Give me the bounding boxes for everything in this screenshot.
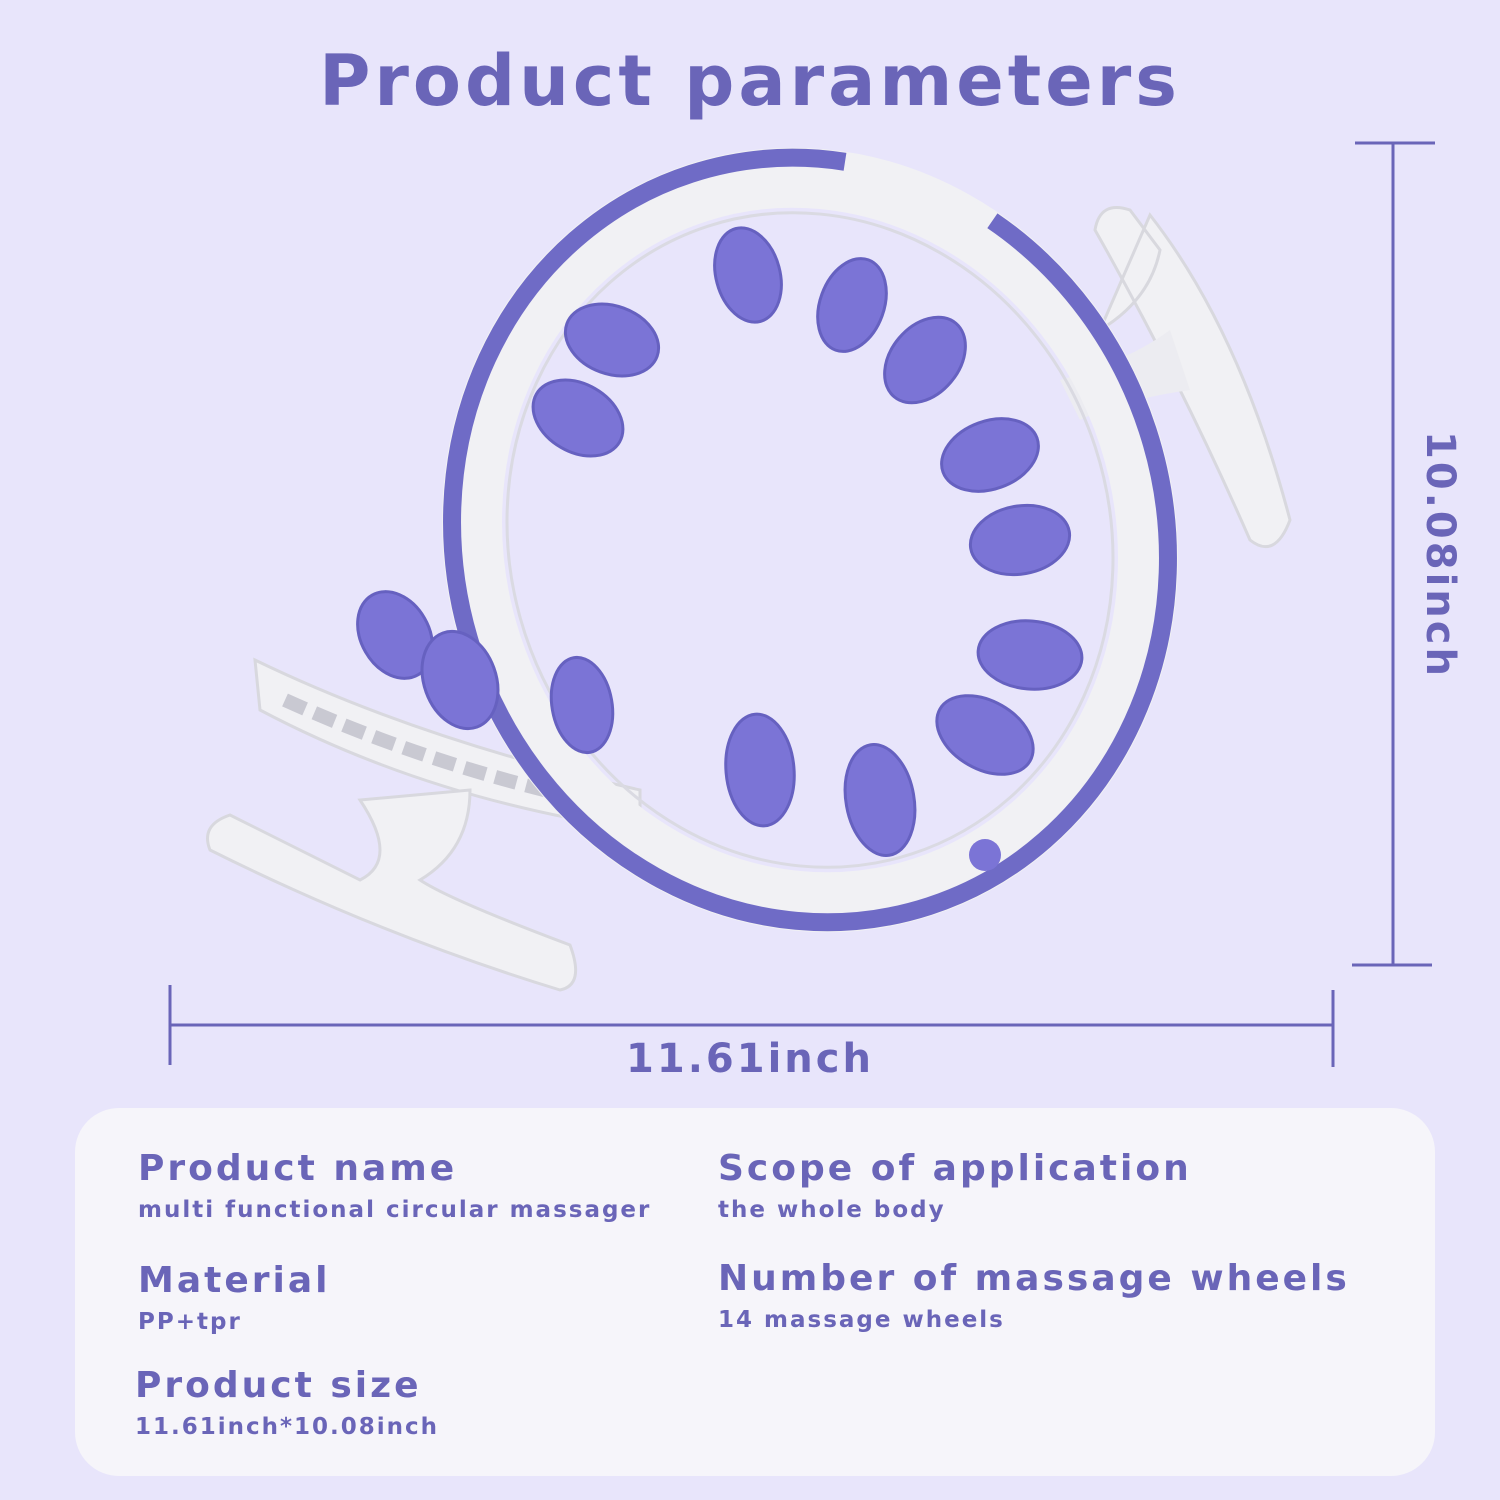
left-handle: [206, 788, 578, 992]
spec-value: 11.61inch*10.08inch: [135, 1414, 440, 1440]
spec-product-name: Product name multi functional circular m…: [138, 1148, 651, 1223]
spec-value: PP+tpr: [138, 1309, 242, 1335]
spec-label: Scope of application: [718, 1148, 1192, 1189]
spec-scope-of-application: Scope of application the whole body: [718, 1148, 1192, 1223]
spec-value: the whole body: [718, 1197, 946, 1223]
massage-wheels: [356, 226, 1084, 857]
spec-panel: [75, 1108, 1435, 1476]
page-title: Product parameters: [319, 40, 1181, 122]
height-dimension-label: 10.08inch: [1417, 431, 1463, 679]
spec-label: Product size: [135, 1365, 422, 1406]
height-dimension-line: [1352, 141, 1435, 967]
ring-button: [969, 839, 1001, 871]
product-image: [168, 141, 1435, 1067]
ring-body: [442, 147, 1178, 933]
spec-label: Product name: [138, 1148, 458, 1189]
spec-number-of-wheels: Number of massage wheels 14 massage whee…: [718, 1258, 1350, 1333]
spec-label: Number of massage wheels: [718, 1258, 1350, 1299]
width-dimension-line: [168, 985, 1335, 1067]
spec-value: 14 massage wheels: [718, 1307, 1005, 1333]
spec-label: Material: [138, 1260, 331, 1301]
width-dimension-label: 11.61inch: [626, 1036, 874, 1082]
spec-value: multi functional circular massager: [138, 1197, 652, 1223]
spec-product-size: Product size 11.61inch*10.08inch: [135, 1365, 439, 1440]
spec-material: Material PP+tpr: [138, 1260, 330, 1335]
